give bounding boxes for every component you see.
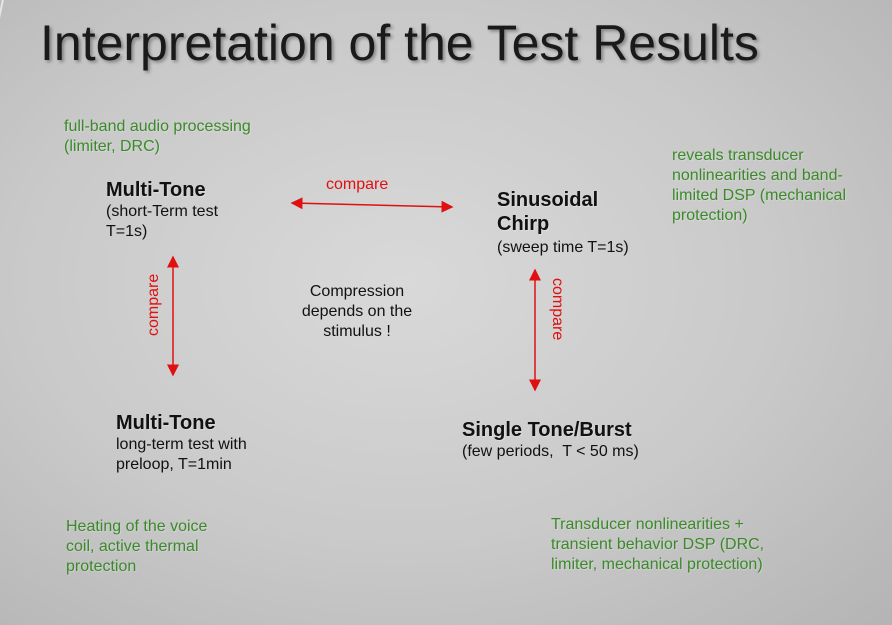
transient-note: Transducer nonlinearities + transient be… — [551, 515, 764, 575]
node-chirp: Sinusoidal Chirp (sweep time T=1s) — [497, 188, 629, 258]
note-line: depends on the — [301, 303, 413, 320]
note-line: stimulus ! — [323, 323, 391, 340]
note-line: limited DSP (mechanical — [672, 187, 846, 204]
note-line: protection — [66, 558, 137, 575]
note-line: Compression — [309, 283, 405, 300]
node-desc: (short-Term test — [106, 203, 219, 220]
note-line: limiter, mechanical protection) — [551, 556, 763, 573]
note-line: nonlinearities and band- — [672, 167, 843, 184]
page-title: Interpretation of the Test Results — [40, 15, 759, 71]
full-band-note: full-band audio processing (limiter, DRC… — [64, 117, 251, 157]
compression-note: Compression depends on the stimulus ! — [284, 282, 430, 342]
node-title: Multi-Tone — [106, 179, 206, 201]
heating-note: Heating of the voice coil, active therma… — [66, 517, 207, 577]
node-title: Chirp — [497, 213, 550, 235]
note-line: transient behavior DSP (DRC, — [551, 536, 765, 553]
note-line: coil, active thermal — [66, 538, 199, 555]
node-multitone-short: Multi-Tone (short-Term test T=1s) — [106, 178, 218, 242]
node-desc: T=1s) — [106, 223, 148, 240]
transducer-note: reveals transducer nonlinearities and ba… — [672, 146, 846, 226]
note-line: (limiter, DRC) — [64, 138, 160, 155]
compare-arrow-horizontal — [290, 197, 454, 213]
node-title: Sinusoidal — [497, 189, 599, 211]
node-desc: preloop, T=1min — [116, 456, 232, 473]
node-desc: long-term test with — [116, 436, 247, 453]
note-line: Transducer nonlinearities + — [551, 516, 744, 533]
node-desc: (few periods, T < 50 ms) — [462, 443, 639, 460]
compare-label-top: compare — [326, 176, 389, 193]
node-title: Multi-Tone — [116, 412, 216, 434]
node-multitone-long: Multi-Tone long-term test with preloop, … — [116, 411, 247, 475]
note-line: protection) — [672, 207, 748, 224]
note-line: reveals transducer — [672, 147, 804, 164]
node-single-tone: Single Tone/Burst (few periods, T < 50 m… — [462, 418, 639, 462]
note-line: full-band audio processing — [64, 118, 251, 135]
node-title: Single Tone/Burst — [462, 419, 632, 441]
note-line: Heating of the voice — [66, 518, 208, 535]
node-desc: (sweep time T=1s) — [497, 239, 629, 256]
